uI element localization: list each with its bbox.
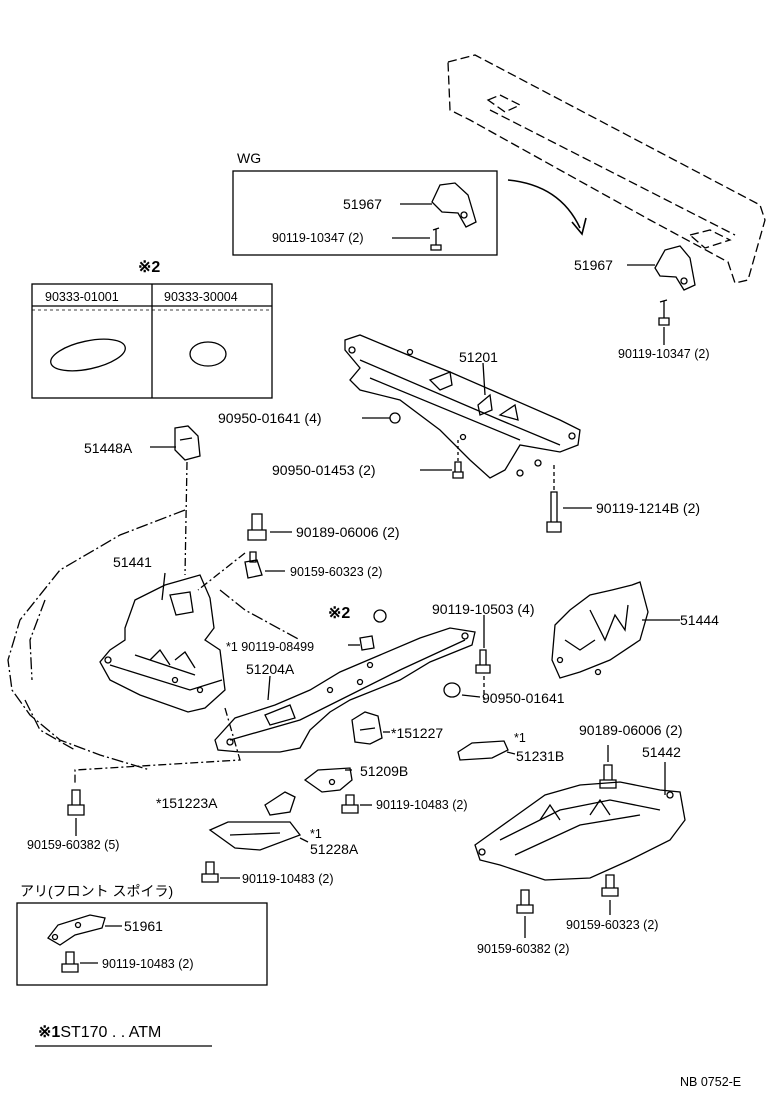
spoiler-bracket-icon <box>654 245 696 326</box>
bracket-51209b-icon <box>303 767 353 793</box>
part-90119-12148: 90119-1214B (2) <box>596 500 701 516</box>
footnote: ※1ST170 . . ATM <box>38 1025 161 1041</box>
part-90950-01641-4: 90950-01641 (4) <box>218 410 322 426</box>
car-body-outline <box>7 509 301 771</box>
part-51201: 51201 <box>459 349 498 365</box>
spoiler-bracket-part: 51967 <box>574 257 613 273</box>
plug-51231b-icon <box>457 740 509 761</box>
wg-bracket-icon <box>430 182 477 251</box>
part-51227: *151227 <box>391 725 444 741</box>
part-51441: 51441 <box>113 554 152 570</box>
front-spoiler-bolt: 90119-10483 (2) <box>102 957 194 971</box>
footnote-mark: ※1 <box>38 1024 61 1041</box>
wg-bolt-part: 90119-10347 (2) <box>272 231 364 245</box>
part-90159-60323-a: 90159-60323 (2) <box>290 565 383 579</box>
plug-left-part: 90333-01001 <box>45 290 119 304</box>
front-spoiler-bracket-icon <box>47 914 106 946</box>
part-90189-06006-b: 90189-06006 (2) <box>579 722 683 738</box>
wg-title: WG <box>237 150 262 166</box>
part-51448a: 51448A <box>84 440 133 456</box>
front-spoiler-part: 51961 <box>124 918 163 934</box>
suspension-member-icon <box>344 334 581 479</box>
spoiler-bolt-part: 90119-10347 (2) <box>618 347 710 361</box>
front-spoiler-box <box>16 902 268 986</box>
part-90159-60382-a: 90159-60382 (5) <box>27 838 120 852</box>
part-51231b-mark: *1 <box>514 731 526 745</box>
part-90950-01453: 90950-01453 (2) <box>272 462 376 478</box>
part-90159-60382-b: 90159-60382 (2) <box>477 942 570 956</box>
splash-shield-51444-icon <box>551 581 649 679</box>
front-spoiler-title: アリ(フロント スポイラ) <box>20 883 174 899</box>
part-90189-06006-a: 90189-06006 (2) <box>296 524 400 540</box>
part-90119-10483-a: 90119-10483 (2) <box>376 798 468 812</box>
round-plug-icon <box>189 341 227 367</box>
center-member-icon <box>214 627 476 753</box>
footnote-text: ST170 . . ATM <box>60 1024 162 1041</box>
part-90119-08499: *1 90119-08499 <box>226 640 315 654</box>
part-90950-01641: 90950-01641 <box>482 690 565 706</box>
part-51228a: 51228A <box>310 841 359 857</box>
figure-code: NB 0752-E <box>680 1075 742 1089</box>
part-90119-10503: 90119-10503 (4) <box>432 601 535 617</box>
wg-box <box>232 170 498 256</box>
splash-shield-51441-icon <box>99 574 226 713</box>
plug-right-part: 90333-30004 <box>164 290 238 304</box>
curved-arrow-icon <box>507 179 581 229</box>
wg-bracket-part: 51967 <box>343 196 382 212</box>
part-51204a: 51204A <box>246 661 295 677</box>
plate-51228a-icon <box>208 821 302 851</box>
part-90119-10483-b: 90119-10483 (2) <box>242 872 334 886</box>
bracket-51448a-icon <box>174 425 201 461</box>
plug-51223a-icon <box>264 791 296 816</box>
part-51228a-mark: *1 <box>310 827 322 841</box>
part-51223a: *151223A <box>156 795 218 811</box>
note2-mark: ※2 <box>138 259 161 276</box>
note2-mark-small: ※2 <box>328 605 351 622</box>
part-51209b: 51209B <box>360 763 409 779</box>
mount-51227-icon <box>351 711 383 745</box>
part-51231b: 51231B <box>516 748 565 764</box>
splash-shield-51442-icon <box>474 781 686 881</box>
part-90159-60323-b: 90159-60323 (2) <box>566 918 659 932</box>
rear-spoiler-outline <box>447 54 766 284</box>
part-51444: 51444 <box>680 612 719 628</box>
part-51442: 51442 <box>642 744 681 760</box>
oval-plug-icon <box>50 338 126 372</box>
